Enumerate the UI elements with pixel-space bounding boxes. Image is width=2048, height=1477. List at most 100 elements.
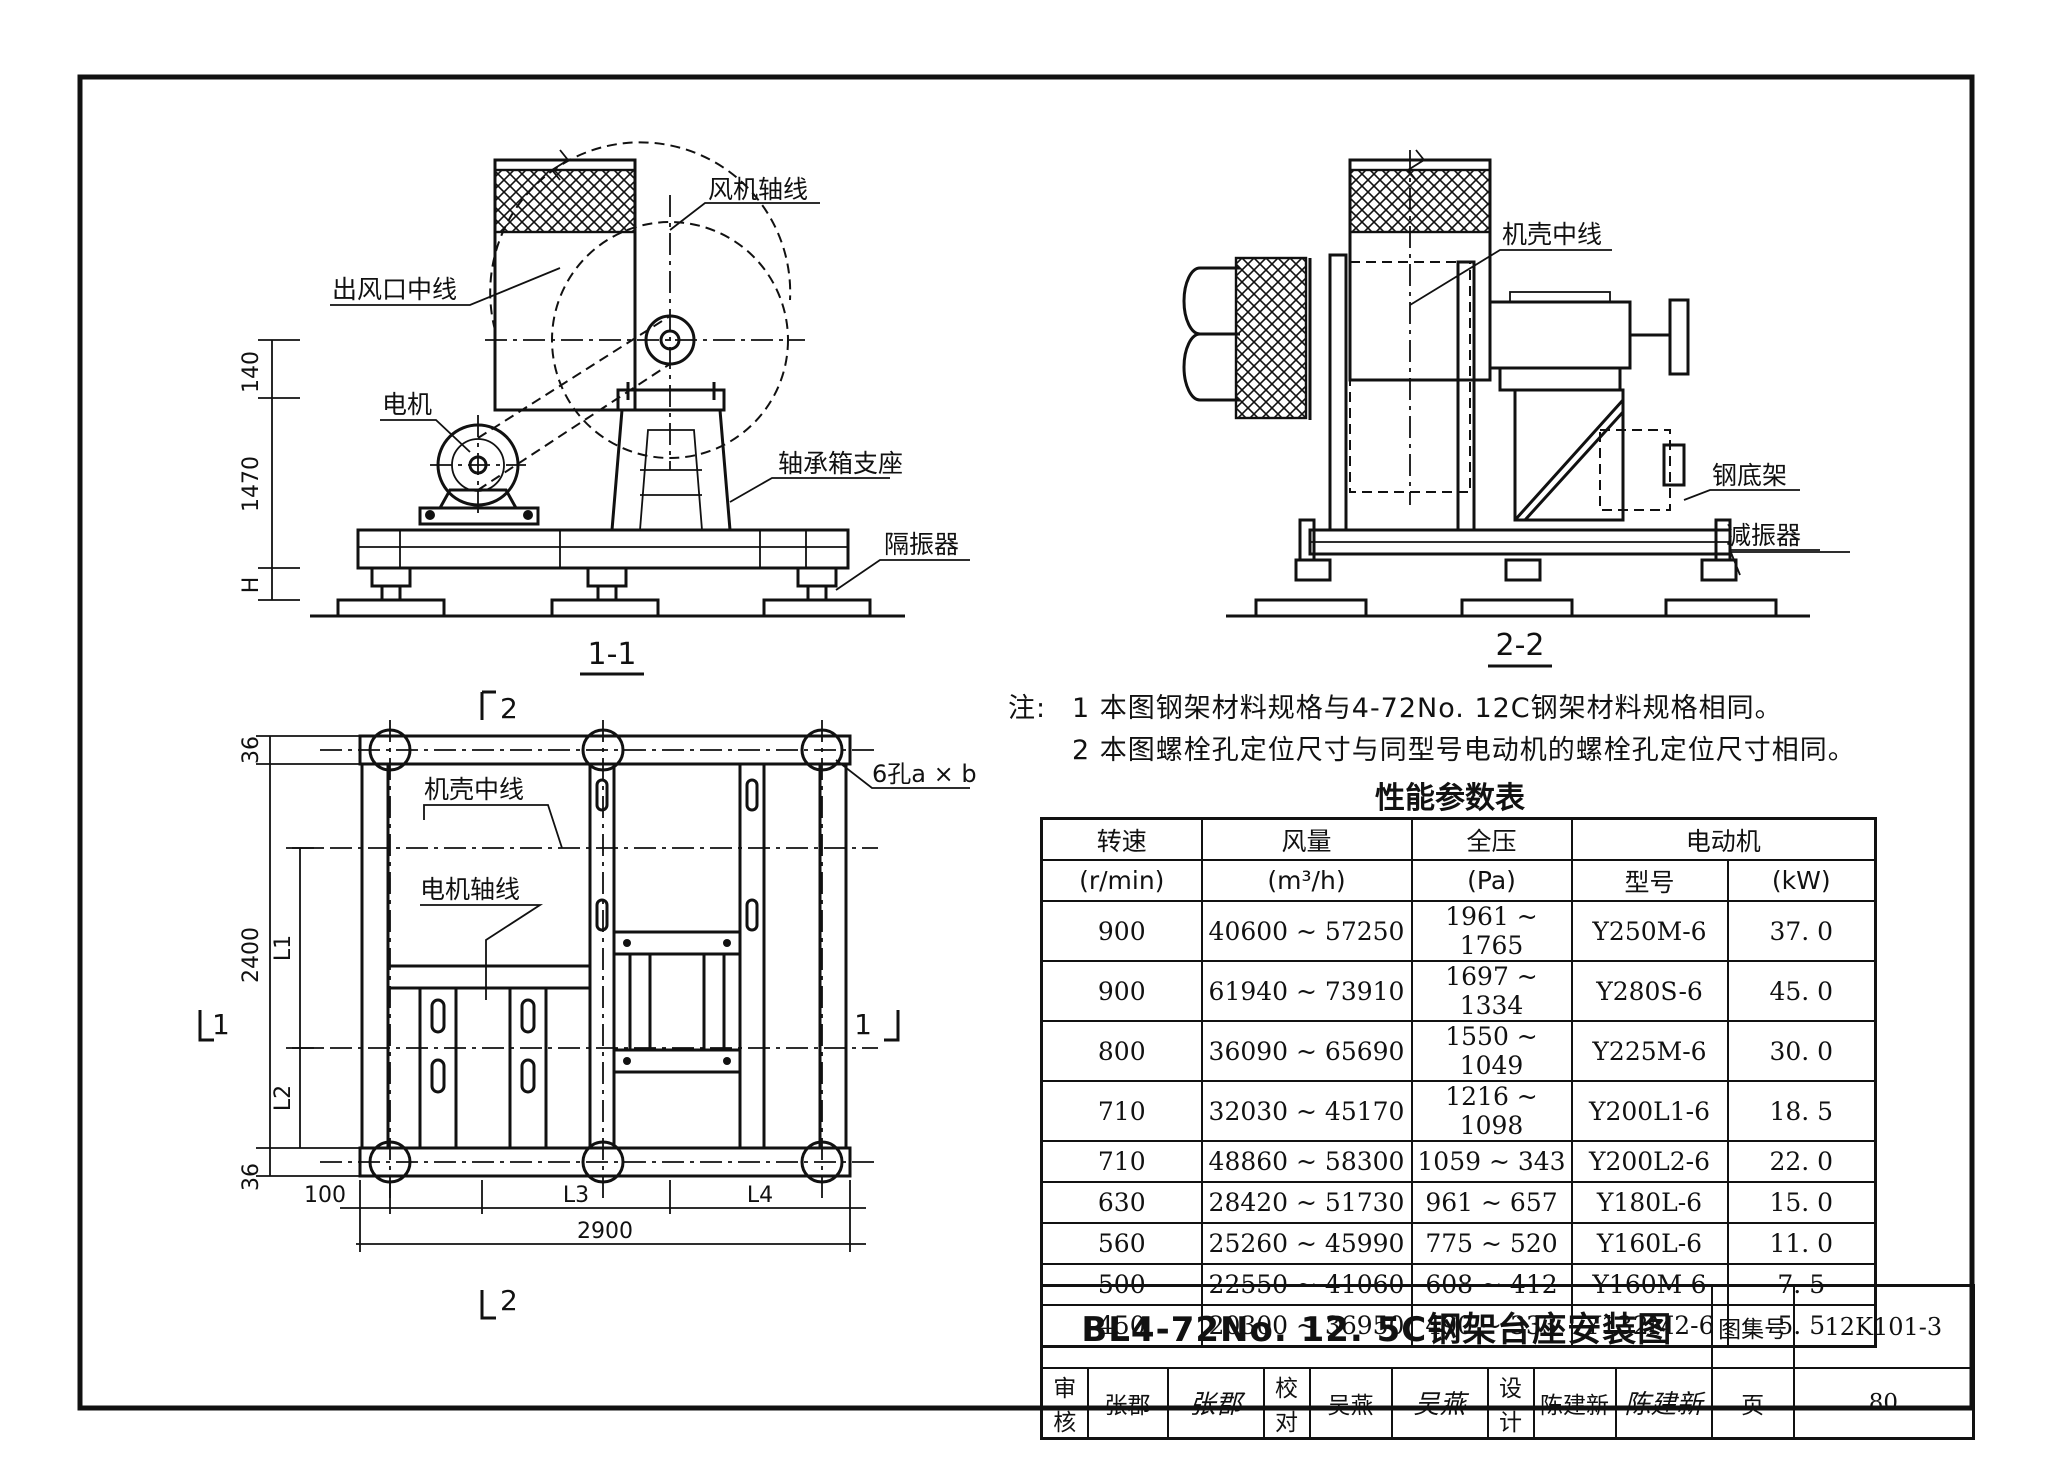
sheet-frame <box>77 74 1975 1411</box>
dim-100: 100 <box>304 1183 346 1208</box>
header-speed: 转速 <box>1040 817 1203 861</box>
cell-model: Y180L-6 <box>1570 1181 1729 1224</box>
atlas-label: 图集号 <box>1710 1284 1795 1369</box>
label-steel-base: 钢底架 <box>1712 461 1787 490</box>
atlas-number: 12K101-3 <box>1792 1284 1975 1369</box>
dim-36-top: 36 <box>239 736 264 764</box>
dim-L3: L3 <box>563 1183 589 1208</box>
cell-flow: 32030 ~ 45170 <box>1200 1080 1413 1142</box>
design-label: 设计 <box>1486 1366 1535 1439</box>
check-label: 校对 <box>1262 1366 1311 1439</box>
cell-model: Y280S-6 <box>1570 960 1729 1022</box>
label-isolator: 隔振器 <box>884 530 959 559</box>
label-plan-motor-axis: 电机轴线 <box>420 875 520 904</box>
cell-speed: 560 <box>1040 1222 1203 1265</box>
cell-power: 18. 5 <box>1726 1080 1877 1142</box>
cell-speed: 710 <box>1040 1140 1203 1183</box>
dim-36-bottom: 36 <box>239 1163 264 1191</box>
checker-name: 吴燕 <box>1308 1366 1393 1439</box>
review-label: 审核 <box>1040 1366 1089 1439</box>
cell-power: 37. 0 <box>1726 900 1877 962</box>
header-pressure-unit: (Pa) <box>1410 859 1573 902</box>
cell-model: Y200L1-6 <box>1570 1080 1729 1142</box>
dim-H: H <box>239 577 264 594</box>
section-mark-2-bottom: 2 <box>500 1284 518 1317</box>
label-bearing-support: 轴承箱支座 <box>778 449 903 478</box>
label-motor: 电机 <box>382 390 432 419</box>
dim-140: 140 <box>239 351 264 393</box>
dim-L2: L2 <box>271 1085 296 1111</box>
plan-view: 36 2400 L1 L2 36 100 L3 L4 2900 2 1 1 2 … <box>198 690 977 1320</box>
label-casing-centerline: 机壳中线 <box>1502 220 1602 249</box>
cell-speed: 900 <box>1040 900 1203 962</box>
cell-pressure: 1550 ~ 1049 <box>1410 1020 1573 1082</box>
designer-signature: 陈建新 <box>1614 1366 1713 1439</box>
designer-name: 陈建新 <box>1532 1366 1617 1439</box>
flexible-connector <box>493 168 637 234</box>
header-pressure: 全压 <box>1410 817 1573 861</box>
cell-model: Y250M-6 <box>1570 900 1729 962</box>
header-flow: 风量 <box>1200 817 1413 861</box>
cell-power: 30. 0 <box>1726 1020 1877 1082</box>
view-title-1-1: 1-1 <box>588 637 637 672</box>
cell-pressure: 1059 ~ 343 <box>1410 1140 1573 1183</box>
header-model: 型号 <box>1570 859 1729 902</box>
cell-flow: 48860 ~ 58300 <box>1200 1140 1413 1183</box>
page-label: 页 <box>1710 1366 1795 1439</box>
performance-table: 转速 风量 全压 电动机 (r/min) (m³/h) (Pa) 型号 (kW)… <box>1040 817 1878 1348</box>
cell-model: Y225M-6 <box>1570 1020 1729 1082</box>
page-number: 80 <box>1792 1366 1975 1439</box>
cell-speed: 710 <box>1040 1080 1203 1142</box>
dim-2900: 2900 <box>577 1219 633 1244</box>
reviewer-signature: 张郡 <box>1166 1366 1265 1439</box>
cell-model: Y200L2-6 <box>1570 1140 1729 1183</box>
performance-table-title: 性能参数表 <box>1375 781 1525 816</box>
header-flow-unit: (m³/h) <box>1200 859 1413 902</box>
cell-speed: 900 <box>1040 960 1203 1022</box>
section-mark-1-right: 1 <box>854 1008 872 1041</box>
cell-pressure: 961 ~ 657 <box>1410 1181 1573 1224</box>
section-2-2-view: 机壳中线 钢底架 减振器 2-2 <box>1182 149 1850 668</box>
cell-flow: 25260 ~ 45990 <box>1200 1222 1413 1265</box>
section-mark-2-top: 2 <box>500 692 518 725</box>
cell-power: 22. 0 <box>1726 1140 1877 1183</box>
cell-speed: 630 <box>1040 1181 1203 1224</box>
cell-power: 15. 0 <box>1726 1181 1877 1224</box>
dim-2400: 2400 <box>239 927 264 983</box>
reviewer-name: 张郡 <box>1086 1366 1169 1439</box>
view-title-2-2: 2-2 <box>1496 628 1545 663</box>
dim-L1: L1 <box>271 935 296 961</box>
section-1-1-view: 140 1470 H 风机轴线 出风口中线 电机 轴承箱支座 隔振器 1-1 <box>239 141 970 676</box>
cell-speed: 800 <box>1040 1020 1203 1082</box>
cell-flow: 28420 ~ 51730 <box>1200 1181 1413 1224</box>
note-2: 2 本图螺栓孔定位尺寸与同型号电动机的螺栓孔定位尺寸相同。 <box>1072 735 1856 766</box>
cell-power: 11. 0 <box>1726 1222 1877 1265</box>
cell-flow: 61940 ~ 73910 <box>1200 960 1413 1022</box>
checker-signature: 吴燕 <box>1390 1366 1489 1439</box>
drawing-title: BL4-72No. 12. 5C钢架台座安装图 <box>1040 1284 1713 1369</box>
cell-power: 45. 0 <box>1726 960 1877 1022</box>
header-motor: 电动机 <box>1570 817 1877 861</box>
dim-L4: L4 <box>747 1183 773 1208</box>
cell-flow: 36090 ~ 65690 <box>1200 1020 1413 1082</box>
label-damper: 减振器 <box>1726 521 1801 550</box>
title-block: BL4-72No. 12. 5C钢架台座安装图 图集号 12K101-3 审核 … <box>1040 1284 1976 1440</box>
cell-pressure: 775 ~ 520 <box>1410 1222 1573 1265</box>
dim-1470: 1470 <box>239 456 264 512</box>
cell-pressure: 1961 ~ 1765 <box>1410 900 1573 962</box>
note-1: 1 本图钢架材料规格与4-72No. 12C钢架材料规格相同。 <box>1072 693 1783 724</box>
cell-flow: 40600 ~ 57250 <box>1200 900 1413 962</box>
cell-pressure: 1697 ~ 1334 <box>1410 960 1573 1022</box>
section-mark-1-left: 1 <box>212 1008 230 1041</box>
cell-pressure: 1216 ~ 1098 <box>1410 1080 1573 1142</box>
header-speed-unit: (r/min) <box>1040 859 1203 902</box>
notes-prefix: 注: <box>1008 693 1047 724</box>
